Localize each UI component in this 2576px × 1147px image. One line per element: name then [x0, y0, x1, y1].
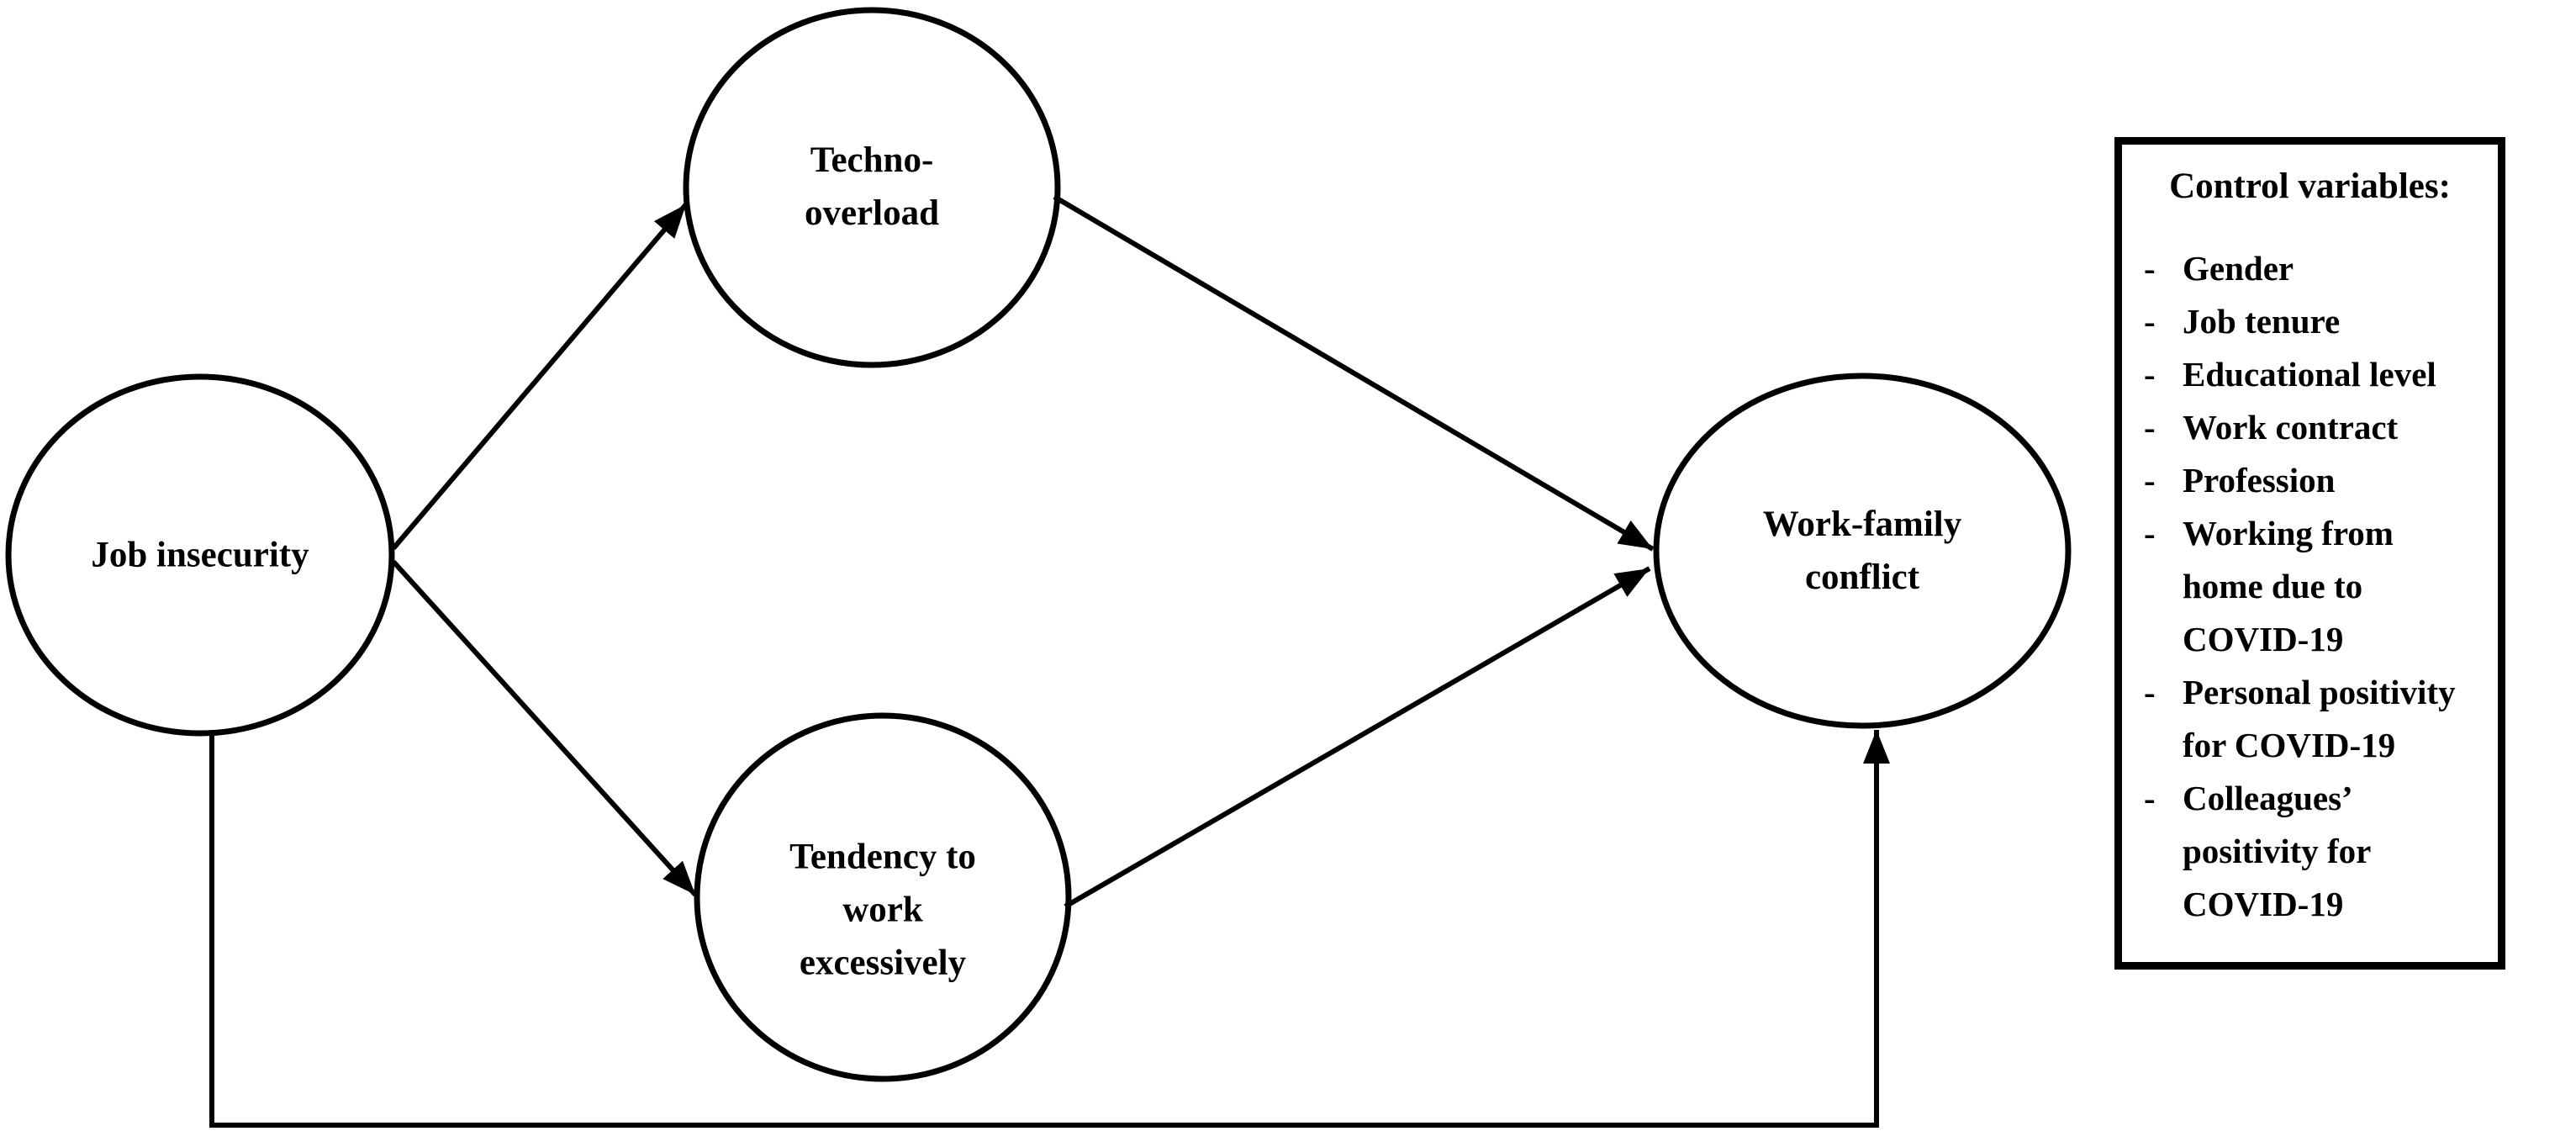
control-variable-label: Job tenure	[2183, 302, 2341, 341]
control-variable-label: Educational level	[2183, 355, 2436, 394]
arrow-job-to-techno	[391, 203, 689, 550]
control-variable-label: Gender	[2183, 249, 2294, 288]
control-variable-item: - Gender	[2144, 242, 2493, 295]
work-family-conflict-ellipse	[1653, 373, 2072, 729]
arrow-job-to-tendency	[391, 559, 698, 897]
list-bullet: -	[2144, 673, 2156, 711]
control-variables-list: - Gender - Job tenure - Educational leve…	[2144, 242, 2493, 931]
job-insecurity-ellipse	[5, 373, 395, 737]
control-box-title: Control variables:	[2169, 166, 2451, 206]
control-variable-item: - Personal positivity for COVID-19	[2144, 666, 2493, 772]
control-variable-label: Profession	[2183, 461, 2336, 500]
list-bullet: -	[2144, 514, 2156, 552]
techno-overload-ellipse	[683, 7, 1061, 368]
control-variable-item: - Job tenure	[2144, 295, 2493, 348]
list-bullet: -	[2144, 408, 2156, 447]
control-variable-label: Personal positivity for COVID-19	[2183, 673, 2456, 764]
arrow-techno-to-wfc	[1053, 194, 1655, 552]
control-variable-item: - Educational level	[2144, 348, 2493, 401]
control-variable-item: - Work contract	[2144, 401, 2493, 454]
list-bullet: -	[2144, 355, 2156, 394]
control-variable-item: - Working from home due to COVID-19	[2144, 507, 2493, 666]
control-variable-item: - Colleagues’ positivity for COVID-19	[2144, 772, 2493, 931]
tendency-work-excessively-ellipse	[694, 712, 1072, 1082]
list-bullet: -	[2144, 249, 2156, 288]
control-variable-item: - Profession	[2144, 454, 2493, 507]
control-variable-label: Work contract	[2183, 408, 2399, 447]
control-variable-label: Colleagues’ positivity for COVID-19	[2183, 779, 2372, 923]
control-variable-label: Working from home due to COVID-19	[2183, 514, 2394, 658]
list-bullet: -	[2144, 461, 2156, 500]
arrow-tendency-to-wfc	[1064, 566, 1651, 909]
list-bullet: -	[2144, 302, 2156, 341]
control-variables-box: Control variables: - Gender - Job tenure…	[2114, 137, 2505, 970]
arrow-job-direct-to-wfc	[209, 730, 1890, 1128]
list-bullet: -	[2144, 779, 2156, 817]
